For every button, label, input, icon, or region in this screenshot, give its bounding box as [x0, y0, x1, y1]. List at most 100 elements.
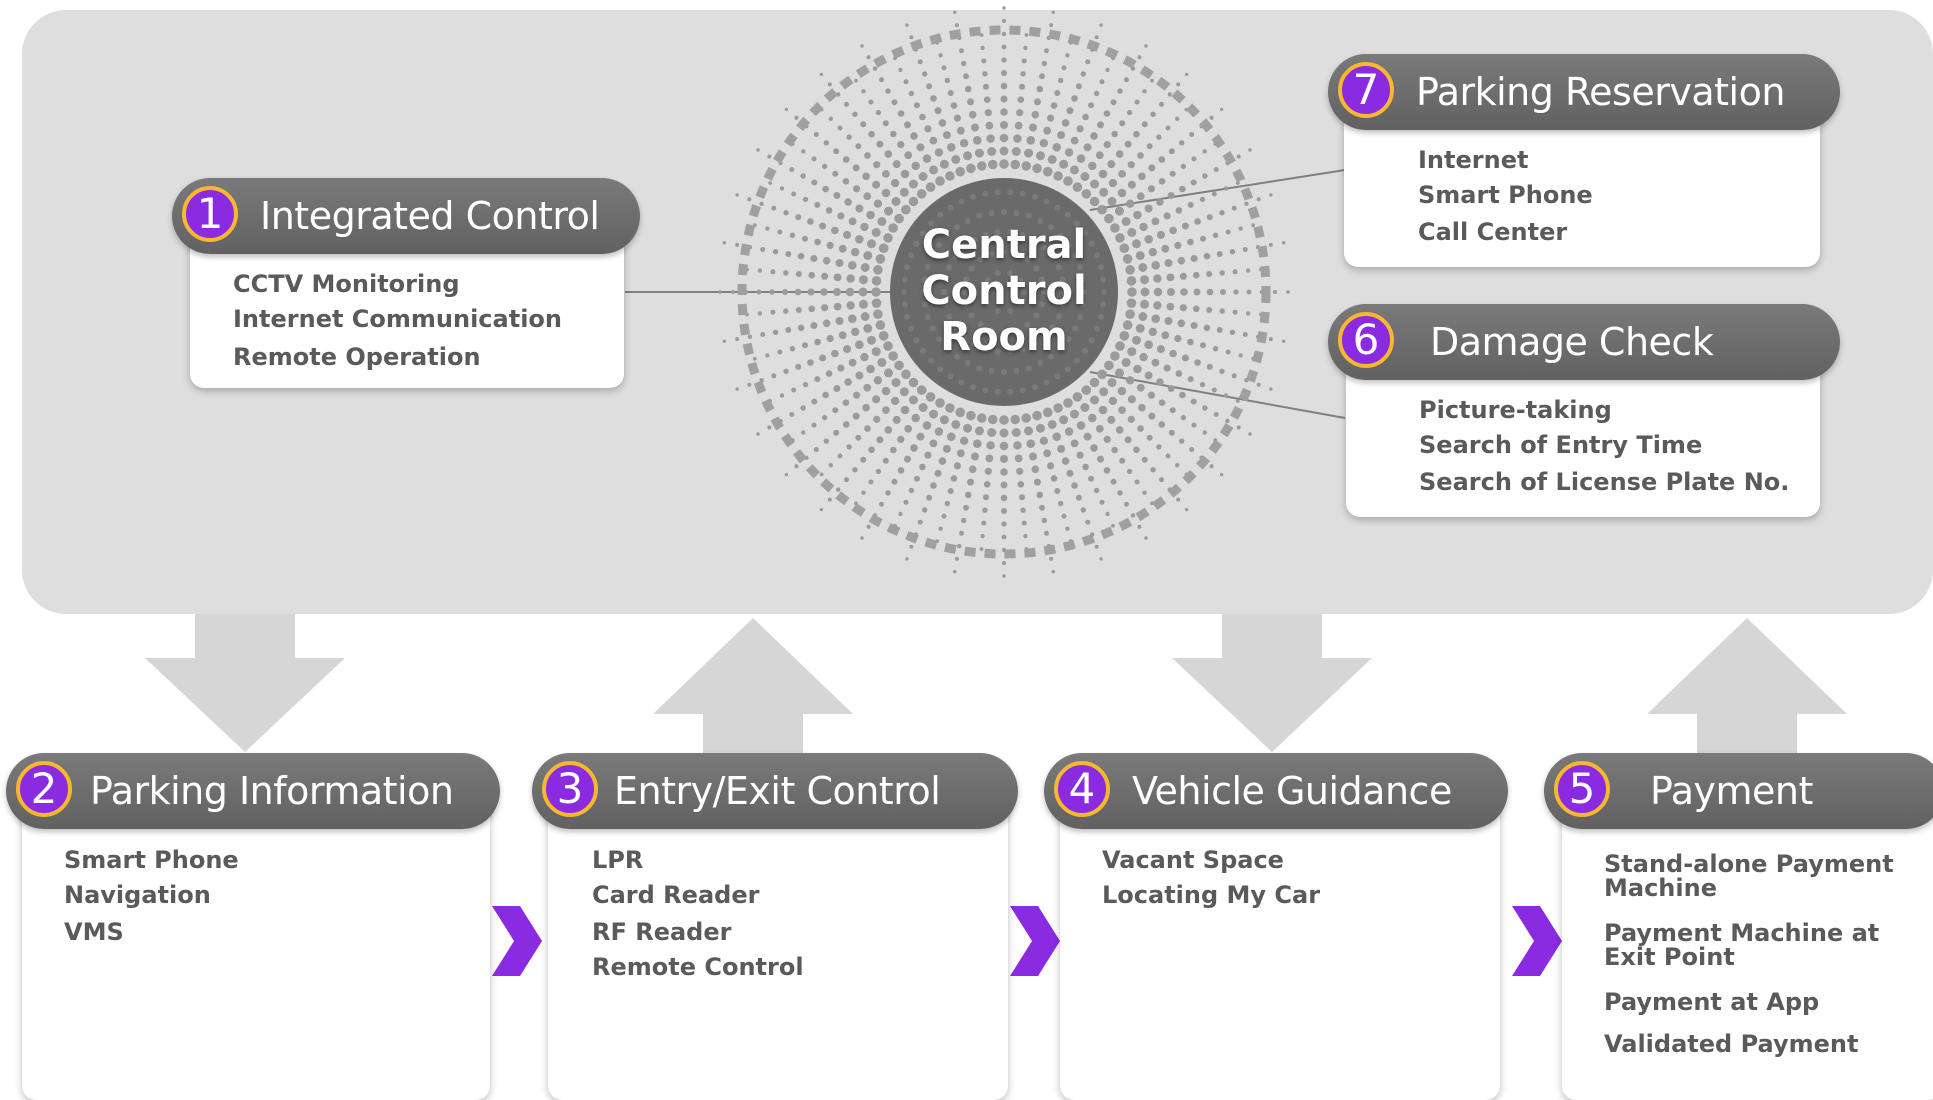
radial-dot [910, 132, 918, 140]
radial-dot [1127, 180, 1136, 189]
radial-dot [1199, 381, 1206, 388]
texture-dot [994, 189, 1001, 196]
radial-dot [844, 101, 849, 107]
radial-dot [1175, 207, 1183, 214]
radial-dot [1034, 98, 1041, 106]
radial-dot [971, 452, 979, 461]
radial-dot [871, 287, 881, 297]
radial-dot [1107, 415, 1116, 424]
radial-dot [1049, 23, 1054, 28]
radial-dot [1057, 131, 1066, 140]
radial-dot [791, 191, 797, 197]
radial-dot [982, 507, 988, 513]
radial-dot [1057, 444, 1066, 453]
radial-dot [1099, 79, 1105, 85]
radial-dot [891, 378, 901, 388]
item-exit-machine: Payment Machine at Exit Point [1604, 919, 1880, 971]
radial-dot [924, 125, 932, 133]
radial-dot [735, 337, 740, 342]
arrow-down-to-parking-info [145, 614, 345, 752]
radial-dot [1127, 161, 1135, 169]
item-license-plate: Search of License Plate No. [1419, 468, 1790, 496]
radial-dot [1070, 409, 1079, 419]
card-header: 4 Vehicle Guidance [1044, 753, 1508, 829]
radial-dot [899, 387, 909, 397]
radial-dot [1191, 156, 1197, 162]
radial-dot [813, 447, 819, 452]
radial-dot [838, 331, 847, 340]
radial-dot [1108, 396, 1118, 406]
radial-dot [939, 415, 949, 425]
radial-dot [967, 98, 974, 106]
radial-dot [1111, 446, 1118, 454]
texture-dot [984, 300, 991, 307]
number-badge: 4 [1054, 761, 1110, 817]
radial-dot [901, 369, 911, 380]
radial-dot [833, 302, 842, 311]
radial-dot [1150, 111, 1156, 118]
radial-dot [860, 456, 867, 463]
radial-dot [718, 290, 722, 294]
radial-dot [1044, 48, 1049, 54]
radial-dot [1047, 462, 1055, 470]
radial-dot [917, 59, 923, 65]
radial-dot [959, 139, 969, 148]
texture-dot [982, 231, 989, 238]
radial-dot [1124, 140, 1132, 148]
radial-dot [814, 376, 821, 383]
number-badge: 7 [1338, 62, 1394, 118]
radial-dot [882, 406, 890, 414]
radial-dot [1229, 249, 1236, 255]
radial-dot [1242, 247, 1248, 252]
radial-dot [1141, 456, 1148, 463]
radial-dot [872, 395, 881, 404]
radial-dots [718, 6, 1290, 578]
texture-dot [1073, 357, 1080, 364]
radial-dot [858, 287, 868, 297]
radial-dot [1107, 378, 1117, 388]
radial-dot [863, 383, 872, 392]
radial-dot [900, 405, 910, 415]
radial-dot [784, 107, 789, 112]
radial-dot [769, 289, 775, 295]
radial-dot [892, 415, 901, 424]
texture-dot [901, 276, 908, 283]
radial-dot [1000, 121, 1008, 129]
texture-dot [971, 237, 977, 243]
radial-dot [1121, 358, 1131, 367]
radial-dot [853, 391, 861, 399]
radial-dot [1013, 441, 1022, 450]
radial-dot [929, 409, 938, 419]
radial-dot [1144, 235, 1153, 244]
texture-dot [901, 301, 908, 308]
radial-dot [1175, 463, 1180, 468]
texture-dot [1037, 217, 1044, 224]
radial-dot [1180, 163, 1187, 170]
texture-dot [901, 289, 907, 295]
radial-dot [888, 351, 898, 361]
radial-dot [866, 210, 875, 220]
radial-dot [772, 329, 779, 335]
radial-dot [1000, 455, 1008, 463]
texture-dot [1039, 276, 1045, 283]
radial-dot [1026, 136, 1035, 145]
radial-dot [875, 109, 882, 116]
texture-dot [1021, 289, 1027, 295]
texture-dot [1073, 220, 1080, 227]
radial-dot [735, 193, 739, 197]
radial-dot [832, 407, 839, 414]
radial-dot [1010, 414, 1020, 425]
texture-dot [929, 325, 936, 332]
radial-dot [808, 271, 815, 279]
radial-dot [756, 148, 760, 152]
texture-dot [944, 345, 951, 352]
radial-dot [1166, 273, 1175, 282]
radial-dot [1034, 478, 1041, 486]
radial-dot [1094, 544, 1099, 549]
radial-dot [871, 227, 881, 237]
radial-dot [999, 146, 1009, 156]
card-body [1346, 362, 1820, 517]
texture-dot [960, 244, 967, 251]
radial-dot [795, 271, 802, 277]
texture-dot [1007, 348, 1014, 355]
